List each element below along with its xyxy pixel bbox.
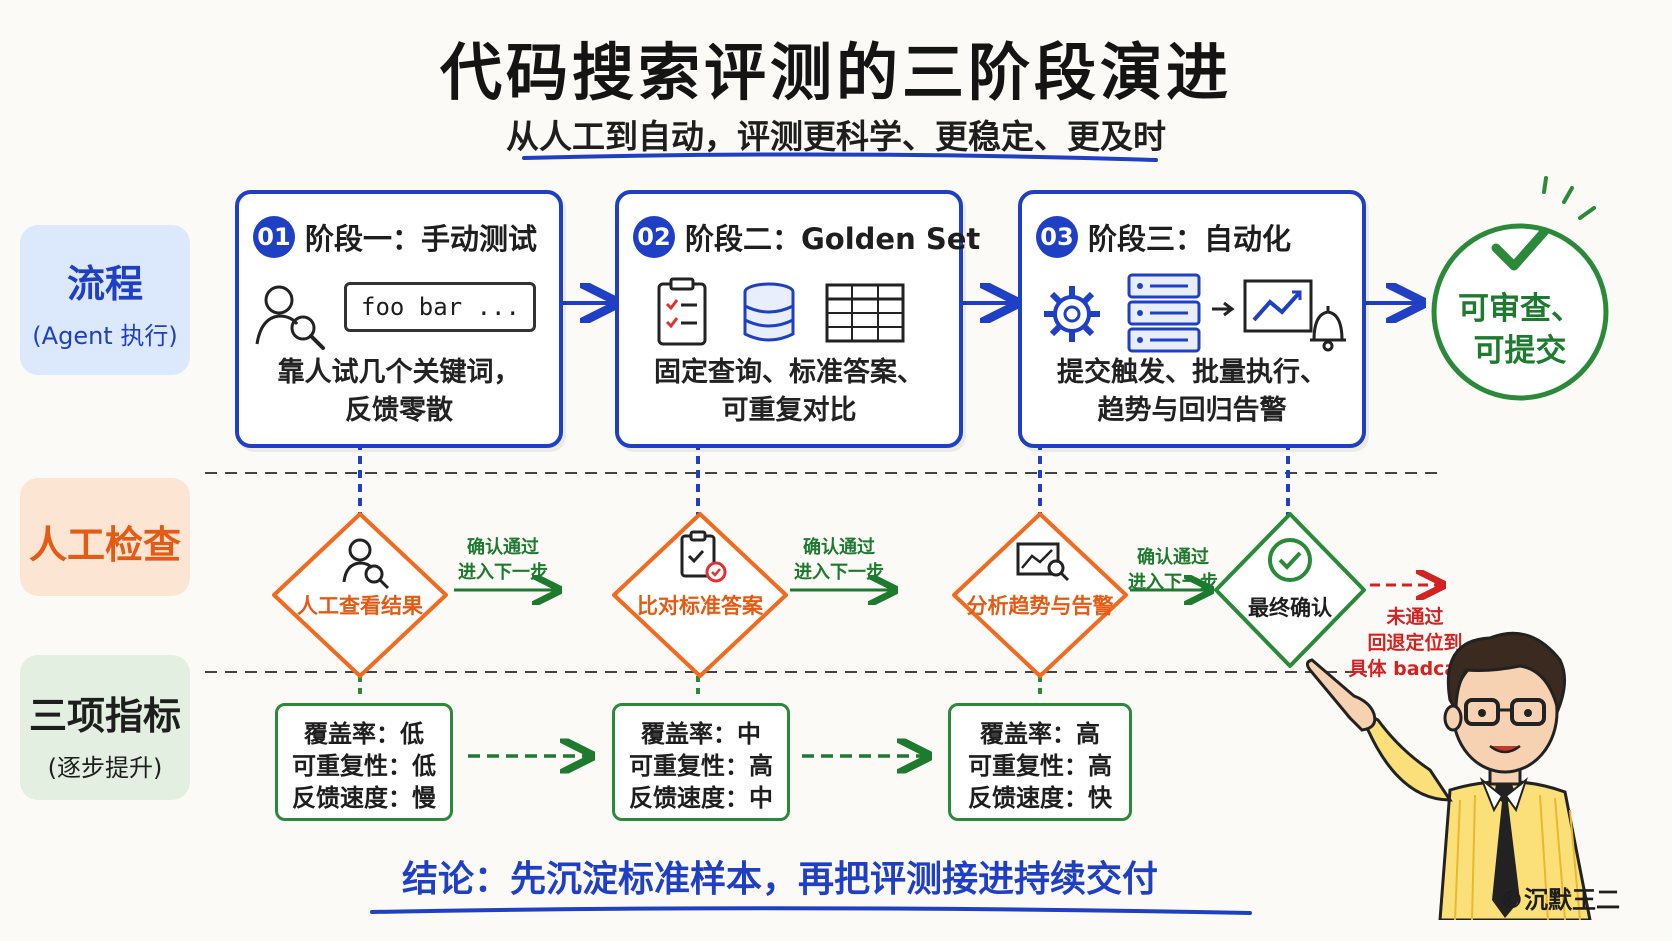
check-diamond-2 [612, 512, 788, 678]
final-result-text: 可审查、 可提交 [1440, 288, 1600, 372]
check-diamond-3 [952, 512, 1128, 678]
stage-desc-line: 反馈零散 [345, 395, 453, 426]
page-subtitle: 从人工到自动，评测更科学、更稳定、更及时 [506, 117, 1166, 156]
database-icon [743, 282, 795, 342]
row-label-metrics-sub: (逐步提升) [47, 754, 163, 782]
gear-icon [1044, 286, 1100, 342]
stage-title: 阶段二：Golden Set [685, 222, 981, 256]
check-circle-icon [1268, 538, 1312, 582]
stage-desc-line: 固定查询、标准答案、 [654, 357, 924, 388]
stage-description: 固定查询、标准答案、 可重复对比 [619, 354, 959, 430]
person-icon [348, 538, 372, 562]
row-label-manual-check-main: 人工检查 [28, 523, 181, 567]
metric-speed: 反馈速度：慢 [292, 784, 436, 812]
metric-speed: 反馈速度：中 [629, 784, 773, 812]
check-diamond-4 [1214, 512, 1366, 668]
stage-number-badge: 03 [1036, 216, 1078, 258]
person-search-icon [255, 285, 325, 350]
pass-label-2: 确认通过 进入下一步 [784, 535, 894, 585]
final-result-circle [1431, 176, 1609, 401]
check-label: 分析趋势与告警 [966, 594, 1114, 618]
final-result-line: 可提交 [1473, 333, 1567, 369]
stage-desc-line: 趋势与回归告警 [1097, 395, 1287, 426]
row-label-metrics-main: 三项指标 [28, 694, 181, 738]
row-label-manual-check: 人工检查 [20, 478, 190, 596]
pass-label-3: 确认通过 进入下一步 [1118, 545, 1228, 595]
clipboard-checklist-icon [657, 277, 707, 346]
metric-coverage: 覆盖率：中 [641, 720, 761, 748]
stage-card-2: 02 阶段二：Golden Set 固定查询、标准答案、 可重复对比 [615, 190, 980, 448]
fail-label-line: 回退定位到 [1367, 632, 1463, 654]
check-label: 比对标准答案 [637, 594, 763, 618]
metric-coverage: 覆盖率：低 [304, 720, 424, 748]
stage-desc-line: 可重复对比 [721, 395, 857, 426]
stage-description: 靠人试几个关键词， 反馈零散 [239, 354, 559, 430]
pass-label-line: 确认通过 [467, 537, 539, 558]
stage-card-3: 03 阶段三：自动化 提交触发、批量执行、 趋势与回归告警 [1018, 190, 1366, 448]
metric-speed: 反馈速度：快 [968, 784, 1112, 812]
stage-description: 提交触发、批量执行、 趋势与回归告警 [1022, 354, 1362, 430]
stage-title: 阶段三：自动化 [1088, 222, 1292, 256]
query-input-sketch: foo bar ... [344, 282, 536, 332]
check-label: 人工查看结果 [297, 594, 423, 618]
stage-header-3: 03 阶段三：自动化 [1036, 216, 1291, 258]
final-result-line: 可审查、 [1458, 291, 1582, 327]
stage-desc-line: 靠人试几个关键词， [277, 357, 521, 388]
pass-label-line: 确认通过 [803, 537, 875, 558]
pass-label-line: 进入下一步 [794, 562, 884, 583]
subtitle-underline [522, 152, 1158, 162]
stage-card-1: 01 阶段一：手动测试 foo bar ... 靠人试几个关键词， 反馈零散 [235, 190, 563, 448]
stage-title: 阶段一：手动测试 [305, 222, 538, 256]
pass-label-line: 确认通过 [1137, 547, 1209, 568]
row-label-flow: 流程 (Agent 执行) [20, 225, 190, 375]
stage-header-1: 01 阶段一：手动测试 [253, 216, 537, 258]
stage-header-2: 02 阶段二：Golden Set [633, 216, 980, 258]
check-label: 最终确认 [1248, 596, 1332, 620]
pass-label-1: 确认通过 进入下一步 [448, 535, 558, 585]
copyright-text: ©沉默王二 [1500, 886, 1620, 914]
metric-repeatability: 可重复性：低 [292, 752, 436, 780]
metric-box-3: 覆盖率：高 可重复性：高 反馈速度：快 [948, 703, 1132, 821]
page-title: 代码搜索评测的三阶段演进 [439, 36, 1232, 109]
trend-alert-bell-icon [1243, 279, 1346, 352]
stage-desc-line: 提交触发、批量执行、 [1057, 357, 1327, 388]
row-label-flow-sub: (Agent 执行) [32, 322, 178, 350]
stage-number-badge: 01 [253, 216, 295, 258]
row-label-metrics: 三项指标 (逐步提升) [20, 655, 190, 800]
arrow-right-icon [1212, 301, 1235, 317]
presenter-illustration [1305, 631, 1592, 920]
metric-repeatability: 可重复性：高 [968, 752, 1112, 780]
check-diamond-1 [272, 512, 448, 678]
pass-label-line: 进入下一步 [1128, 572, 1218, 593]
trend-search-icon [1016, 542, 1060, 576]
server-stack-icon [1127, 273, 1201, 353]
conclusion-text: 结论：先沉淀标准样本，再把评测接进持续交付 [401, 859, 1158, 900]
row-label-flow-main: 流程 [66, 262, 143, 306]
metric-coverage: 覆盖率：高 [980, 720, 1100, 748]
stage-number-badge: 02 [633, 216, 675, 258]
metric-repeatability: 可重复性：高 [629, 752, 773, 780]
metric-box-1: 覆盖率：低 可重复性：低 反馈速度：慢 [275, 703, 453, 821]
pass-label-line: 进入下一步 [458, 562, 548, 583]
fail-label-line: 未通过 [1386, 606, 1444, 628]
metric-box-2: 覆盖率：中 可重复性：高 反馈速度：中 [612, 703, 790, 821]
table-grid-icon [825, 283, 905, 343]
